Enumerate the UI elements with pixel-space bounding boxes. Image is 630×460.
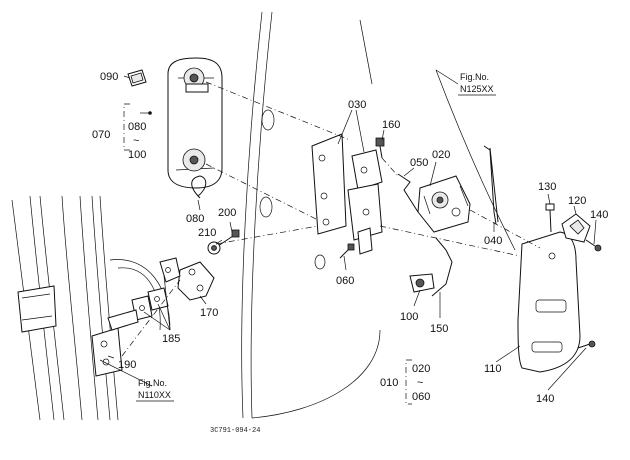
latch-020: [417, 175, 471, 233]
callout-040: 040: [484, 235, 502, 247]
callout-060: 060: [336, 275, 354, 287]
striker-100: [409, 273, 435, 293]
nut-210: [207, 241, 221, 255]
range-brackets: [123, 103, 412, 405]
screw-140-upper: [585, 239, 602, 252]
callout-110: 110: [484, 363, 502, 375]
fig-ref-top-line1: Fig.No.: [460, 72, 489, 82]
callout-160: 160: [382, 119, 400, 131]
callout-labels: 090 070 080 ~ 100 080 030 160 020 050 20…: [92, 71, 608, 405]
cover-110: [517, 231, 581, 373]
bracket-030: [311, 133, 383, 255]
callout-tilde-2: ~: [417, 377, 423, 389]
cab-frame: [11, 195, 171, 421]
handle-assembly-070: [148, 57, 223, 189]
alignment-lines: [121, 81, 541, 357]
leader-lines: [99, 69, 597, 391]
callout-080-range-start: 080: [128, 121, 146, 133]
hinge-base-190: [91, 309, 139, 377]
callout-090: 090: [100, 71, 118, 83]
callout-020-range-start: 020: [412, 363, 430, 375]
screw-130: [545, 203, 555, 233]
circlip-080: [191, 175, 207, 199]
callout-210: 210: [198, 227, 216, 239]
bolt-160: [375, 137, 385, 159]
door-glass-outline: [241, 11, 516, 419]
bolt-200: [217, 229, 240, 247]
callout-tilde-1: ~: [133, 135, 139, 147]
callout-140-lower: 140: [536, 393, 554, 405]
rod-040: [483, 145, 499, 225]
screw-140-lower: [577, 340, 596, 349]
fig-ref-bottom-line2: N110XX: [138, 390, 171, 400]
callout-080: 080: [186, 213, 204, 225]
drawing-code: 3C791-094-24: [210, 427, 260, 435]
callout-070: 070: [92, 129, 110, 141]
callout-020: 020: [432, 149, 450, 161]
callout-100: 100: [400, 311, 418, 323]
rod-050: [397, 173, 419, 213]
callout-030: 030: [348, 99, 366, 111]
fig-ref-top-line2: N125XX: [460, 84, 494, 94]
inside-handle: [17, 285, 57, 333]
hinge-plate-170: [177, 261, 215, 301]
callout-185: 185: [162, 333, 180, 345]
callout-130: 130: [538, 181, 556, 193]
callout-150: 150: [430, 323, 448, 335]
pad-090: [127, 69, 147, 87]
callout-190: 190: [118, 359, 136, 371]
bolt-060: [339, 243, 355, 259]
fig-ref-bottom: Fig.No. N110XX: [136, 378, 174, 402]
callout-200: 200: [218, 207, 236, 219]
fig-ref-bottom-line1: Fig.No.: [138, 378, 167, 388]
rod-150: [431, 237, 453, 297]
block-120: [561, 213, 591, 243]
callout-010: 010: [380, 377, 398, 389]
callout-170: 170: [200, 307, 218, 319]
callout-140-upper: 140: [590, 209, 608, 221]
hinge-plates-185: [131, 257, 181, 321]
callout-050: 050: [410, 157, 428, 169]
callout-120: 120: [568, 195, 586, 207]
callout-100-range-end: 100: [128, 149, 146, 161]
callout-060-range-end: 060: [412, 391, 430, 403]
fig-ref-top: Fig.No. N125XX: [458, 72, 496, 96]
